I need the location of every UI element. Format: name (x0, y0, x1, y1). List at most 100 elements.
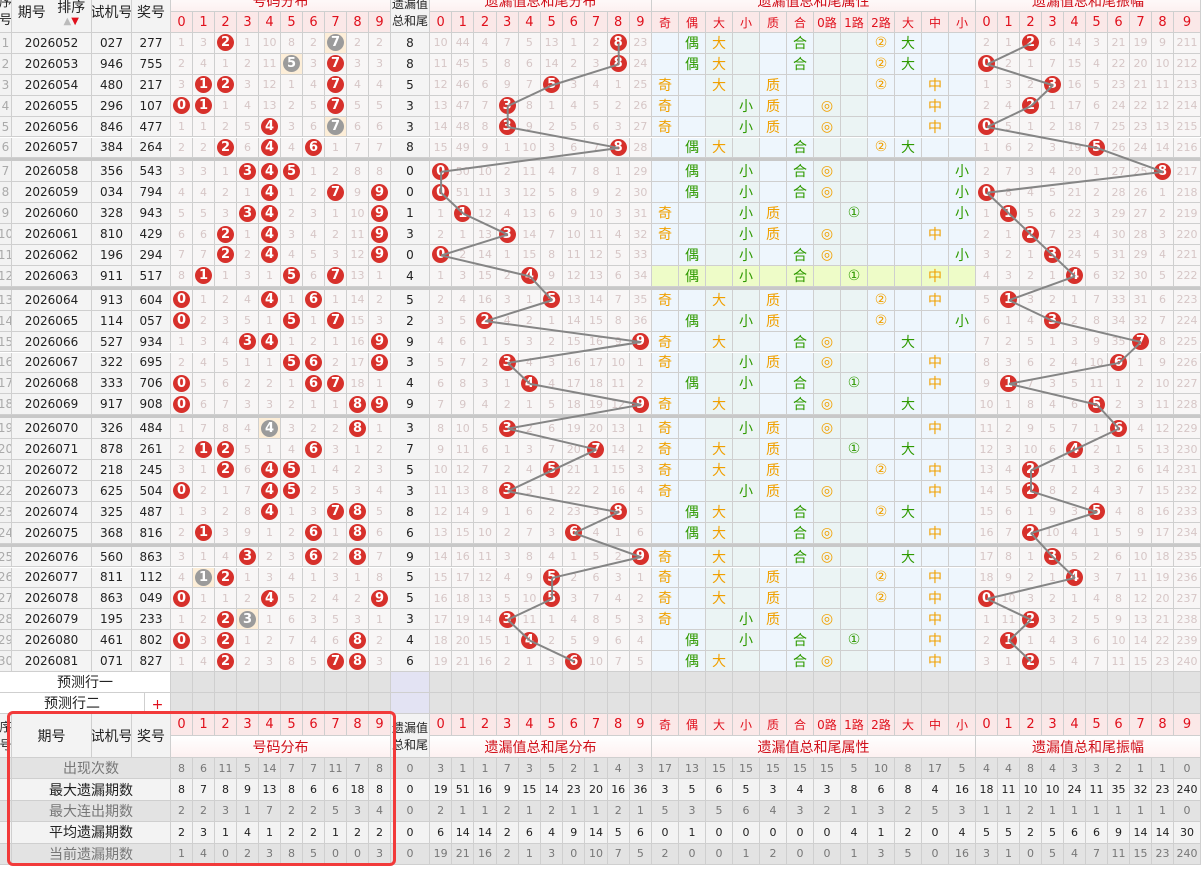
predict-cell[interactable] (841, 672, 868, 693)
predict-cell[interactable] (629, 693, 652, 714)
predict-cell[interactable] (215, 693, 237, 714)
predict-cell[interactable] (193, 672, 215, 693)
predict-cell[interactable] (868, 672, 895, 693)
predict-cell[interactable] (303, 672, 325, 693)
predict-cell[interactable] (193, 693, 215, 714)
predict-cell[interactable] (1064, 693, 1086, 714)
predict-tail-cell[interactable] (391, 693, 430, 714)
predict-cell[interactable] (496, 693, 519, 714)
predict-cell[interactable] (706, 672, 733, 693)
predict-cell[interactable] (585, 693, 608, 714)
stat-amp-value: 6 (1064, 822, 1086, 844)
predict-cell[interactable] (430, 672, 453, 693)
predict-cell[interactable] (347, 672, 369, 693)
predict-cell[interactable] (652, 693, 679, 714)
predict-cell[interactable] (1152, 693, 1174, 714)
sort-desc-icon[interactable]: ▼ (71, 15, 79, 27)
attr-cell (733, 394, 760, 416)
predict-cell[interactable] (1086, 672, 1108, 693)
predict-cell[interactable] (281, 672, 303, 693)
predict-cell[interactable] (518, 672, 541, 693)
predict-cell[interactable] (733, 693, 760, 714)
predict-cell[interactable] (814, 672, 841, 693)
amp-omission: 14 (1064, 33, 1086, 54)
predict-cell[interactable] (706, 693, 733, 714)
sort-asc-icon[interactable]: ▲ (63, 15, 72, 27)
predict-cell[interactable] (237, 672, 259, 693)
predict-cell[interactable] (1020, 672, 1042, 693)
predict-cell[interactable] (474, 672, 497, 693)
predict-cell[interactable] (814, 693, 841, 714)
predict-cell[interactable] (171, 672, 193, 693)
predict-cell[interactable] (1042, 672, 1064, 693)
sort-control[interactable]: 排序▲▼ (57, 0, 85, 27)
predict-cell[interactable] (541, 672, 564, 693)
predict-cell[interactable] (171, 693, 193, 714)
tail-dist-omission: 10 (563, 224, 586, 245)
predict-cell[interactable] (998, 693, 1020, 714)
predict-cell[interactable] (325, 693, 347, 714)
predict-cell[interactable] (922, 672, 949, 693)
predict-cell[interactable] (518, 693, 541, 714)
predict-cell[interactable] (976, 693, 998, 714)
amp-omission: 2 (1130, 373, 1152, 395)
predict-cell[interactable] (1174, 672, 1201, 693)
amp-omission-hit: 5 (1086, 501, 1108, 523)
predict-cell[interactable] (369, 693, 391, 714)
predict-cell[interactable] (281, 693, 303, 714)
predict-cell[interactable] (949, 672, 976, 693)
predict-cell[interactable] (452, 672, 475, 693)
predict-cell[interactable] (1042, 693, 1064, 714)
predict-cell[interactable] (895, 672, 922, 693)
predict-cell[interactable] (1130, 672, 1152, 693)
predict-cell[interactable] (303, 693, 325, 714)
predict-add-button[interactable]: + (145, 693, 171, 714)
predict-cell[interactable] (325, 672, 347, 693)
predict-cell[interactable] (1130, 693, 1152, 714)
predict-tail-cell[interactable] (391, 672, 430, 693)
dist-omission-hit: 5 (281, 265, 303, 287)
predict-cell[interactable] (563, 693, 586, 714)
predict-cell[interactable] (787, 672, 814, 693)
predict-cell[interactable] (679, 672, 706, 693)
amp-omission: 2 (1020, 567, 1042, 589)
predict-cell[interactable] (760, 672, 787, 693)
predict-cell[interactable] (841, 693, 868, 714)
predict-cell[interactable] (237, 693, 259, 714)
predict-cell[interactable] (607, 693, 630, 714)
predict-cell[interactable] (541, 693, 564, 714)
dist-omission-hit: 8 (347, 394, 369, 416)
predict-cell[interactable] (998, 672, 1020, 693)
predict-cell[interactable] (1108, 693, 1130, 714)
predict-cell[interactable] (563, 672, 586, 693)
predict-cell[interactable] (949, 693, 976, 714)
predict-cell[interactable] (1086, 693, 1108, 714)
predict-cell[interactable] (976, 672, 998, 693)
predict-cell[interactable] (679, 693, 706, 714)
attr-cell (895, 588, 922, 610)
predict-cell[interactable] (347, 693, 369, 714)
predict-cell[interactable] (496, 672, 519, 693)
predict-cell[interactable] (607, 672, 630, 693)
predict-cell[interactable] (474, 693, 497, 714)
predict-cell[interactable] (733, 672, 760, 693)
predict-cell[interactable] (1174, 693, 1201, 714)
predict-cell[interactable] (760, 693, 787, 714)
predict-cell[interactable] (585, 672, 608, 693)
predict-cell[interactable] (259, 693, 281, 714)
predict-cell[interactable] (787, 693, 814, 714)
predict-cell[interactable] (1064, 672, 1086, 693)
predict-cell[interactable] (1108, 672, 1130, 693)
predict-cell[interactable] (922, 693, 949, 714)
predict-cell[interactable] (629, 672, 652, 693)
predict-cell[interactable] (369, 672, 391, 693)
predict-cell[interactable] (452, 693, 475, 714)
predict-cell[interactable] (1152, 672, 1174, 693)
predict-cell[interactable] (652, 672, 679, 693)
predict-cell[interactable] (1020, 693, 1042, 714)
predict-cell[interactable] (868, 693, 895, 714)
predict-cell[interactable] (895, 693, 922, 714)
predict-cell[interactable] (430, 693, 453, 714)
predict-cell[interactable] (259, 672, 281, 693)
predict-cell[interactable] (215, 672, 237, 693)
